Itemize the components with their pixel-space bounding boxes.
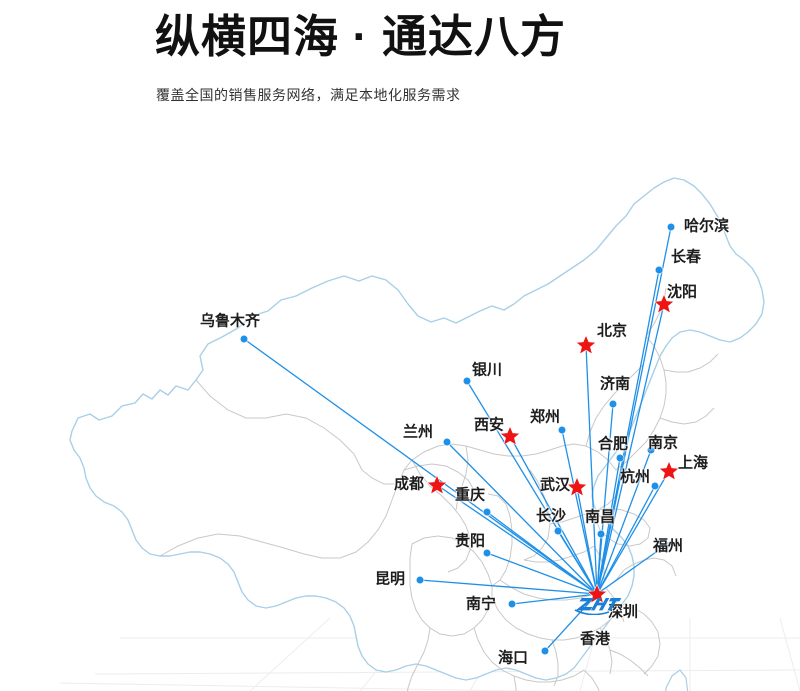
page-title: 纵横四海 · 通达八方: [155, 11, 566, 62]
city-label-合肥[interactable]: 合肥: [598, 435, 629, 453]
city-label-西安[interactable]: 西安: [474, 416, 505, 434]
route-line-长春: [596, 269, 660, 595]
branch-dot-合肥[interactable]: [616, 454, 624, 462]
route-line-武汉: [576, 486, 598, 595]
route-line-郑州: [561, 429, 598, 595]
route-line-南宁: [511, 593, 598, 605]
city-label-贵阳[interactable]: 贵阳: [455, 532, 486, 550]
city-label-香港[interactable]: 香港: [580, 630, 611, 648]
branch-dot-福州[interactable]: [662, 541, 670, 549]
branch-dot-南昌[interactable]: [597, 530, 605, 538]
route-line-杭州: [596, 485, 656, 595]
branch-dot-南宁[interactable]: [508, 600, 516, 608]
route-line-成都: [436, 484, 598, 595]
china-national-border: [69, 177, 765, 681]
branch-dot-南京[interactable]: [647, 446, 655, 454]
city-label-北京[interactable]: 北京: [597, 322, 628, 340]
city-label-杭州[interactable]: 杭州: [620, 468, 651, 486]
branch-dot-乌鲁木齐[interactable]: [240, 335, 248, 343]
city-label-南宁[interactable]: 南宁: [466, 595, 497, 613]
branch-dot-昆明[interactable]: [416, 576, 424, 584]
route-line-沈阳: [596, 303, 665, 595]
branch-dot-济南[interactable]: [609, 400, 617, 408]
city-label-郑州[interactable]: 郑州: [530, 408, 561, 426]
city-label-昆明[interactable]: 昆明: [375, 570, 406, 588]
city-label-深圳[interactable]: 深圳: [608, 603, 639, 621]
city-label-上海[interactable]: 上海: [678, 454, 709, 472]
city-label-南昌[interactable]: 南昌: [585, 508, 616, 526]
branch-dot-郑州[interactable]: [558, 426, 566, 434]
route-line-南昌: [596, 533, 602, 595]
city-label-海口[interactable]: 海口: [498, 649, 529, 667]
china-sales-network-map: 哈尔滨长春沈阳北京济南乌鲁木齐银川郑州兰州西安成都重庆武汉合肥南京上海杭州长沙南…: [0, 118, 800, 691]
branch-dot-哈尔滨[interactable]: [667, 223, 675, 231]
page-subtitle: 覆盖全国的销售服务网络，满足本地化服务需求: [156, 87, 461, 103]
route-line-贵阳: [486, 552, 598, 595]
route-line-昆明: [419, 579, 598, 595]
city-label-重庆[interactable]: 重庆: [455, 486, 486, 504]
route-line-合肥: [596, 457, 621, 595]
branch-dot-银川[interactable]: [463, 377, 471, 385]
branch-dot-贵阳[interactable]: [483, 549, 491, 557]
branch-dot-兰州[interactable]: [443, 438, 451, 446]
city-label-长春[interactable]: 长春: [671, 248, 702, 266]
route-line-西安: [509, 435, 598, 595]
city-label-南京[interactable]: 南京: [648, 434, 679, 452]
city-label-乌鲁木齐[interactable]: 乌鲁木齐: [200, 312, 261, 330]
branch-dot-重庆[interactable]: [483, 508, 491, 516]
city-label-沈阳[interactable]: 沈阳: [667, 283, 698, 301]
route-lines-layer: [243, 226, 672, 652]
route-line-上海: [596, 470, 670, 595]
branch-dot-杭州[interactable]: [651, 482, 659, 490]
branch-dot-海口[interactable]: [541, 647, 549, 655]
route-line-北京: [585, 344, 598, 595]
city-label-哈尔滨[interactable]: 哈尔滨: [684, 217, 730, 235]
city-label-兰州[interactable]: 兰州: [403, 423, 434, 441]
branch-dot-长沙[interactable]: [554, 527, 562, 535]
branch-dot-长春[interactable]: [655, 266, 663, 274]
route-line-兰州: [446, 441, 598, 595]
city-label-福州[interactable]: 福州: [653, 537, 684, 555]
city-label-银川[interactable]: 银川: [472, 361, 503, 379]
route-line-福州: [596, 544, 667, 595]
city-label-长沙[interactable]: 长沙: [536, 507, 567, 525]
map-canvas: [59, 177, 800, 691]
city-label-成都[interactable]: 成都: [394, 475, 425, 493]
route-line-长沙: [557, 530, 598, 595]
city-label-武汉[interactable]: 武汉: [540, 476, 571, 494]
taiwan-island: [665, 669, 689, 691]
route-line-重庆: [486, 511, 598, 595]
route-line-南京: [596, 449, 652, 595]
city-label-济南[interactable]: 济南: [600, 375, 631, 393]
route-line-乌鲁木齐: [243, 338, 598, 595]
